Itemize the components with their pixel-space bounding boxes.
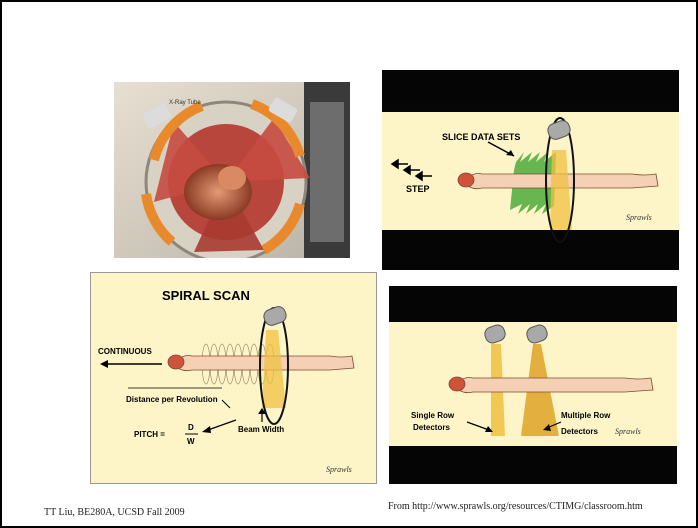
ct-gantry-image: X-Ray Tube [114,82,350,258]
step-scan-panel: SLICE DATA SETS STEP Sprawls [382,70,679,270]
detectors-illustration: Single Row Detectors Multiple Row Detect… [389,286,677,484]
slice-data-sets-label: SLICE DATA SETS [442,132,520,142]
footer-credit: TT Liu, BE280A, UCSD Fall 2009 [44,507,185,518]
single-row-label-2: Detectors [413,423,450,432]
step-scan-illustration: SLICE DATA SETS STEP Sprawls [382,70,679,270]
xray-tube-label: X-Ray Tube [169,100,201,106]
footer-source: From http://www.sprawls.org/resources/CT… [388,501,643,512]
spiral-scan-title: SPIRAL SCAN [162,288,250,303]
distance-per-revolution-label: Distance per Revolution [126,395,218,404]
continuous-label: CONTINUOUS [98,347,152,356]
pitch-label: PITCH = [134,430,165,439]
beam-width-label: Beam Width [238,425,284,434]
pitch-denominator: W [187,437,195,446]
detectors-panel: Single Row Detectors Multiple Row Detect… [389,286,677,484]
sprawls-signature: Sprawls [615,427,641,436]
single-row-label-1: Single Row [411,411,455,420]
multiple-row-label-1: Multiple Row [561,411,611,420]
step-label: STEP [406,184,430,194]
sprawls-signature: Sprawls [626,213,652,222]
sprawls-signature: Sprawls [326,465,352,474]
spiral-scan-illustration: SPIRAL SCAN CONTINUOUS Distance [90,272,377,484]
pitch-numerator: D [188,423,194,432]
multiple-row-label-2: Detectors [561,427,598,436]
ct-gantry-illustration: X-Ray Tube [114,82,350,258]
spiral-scan-panel: SPIRAL SCAN CONTINUOUS Distance [90,272,377,484]
